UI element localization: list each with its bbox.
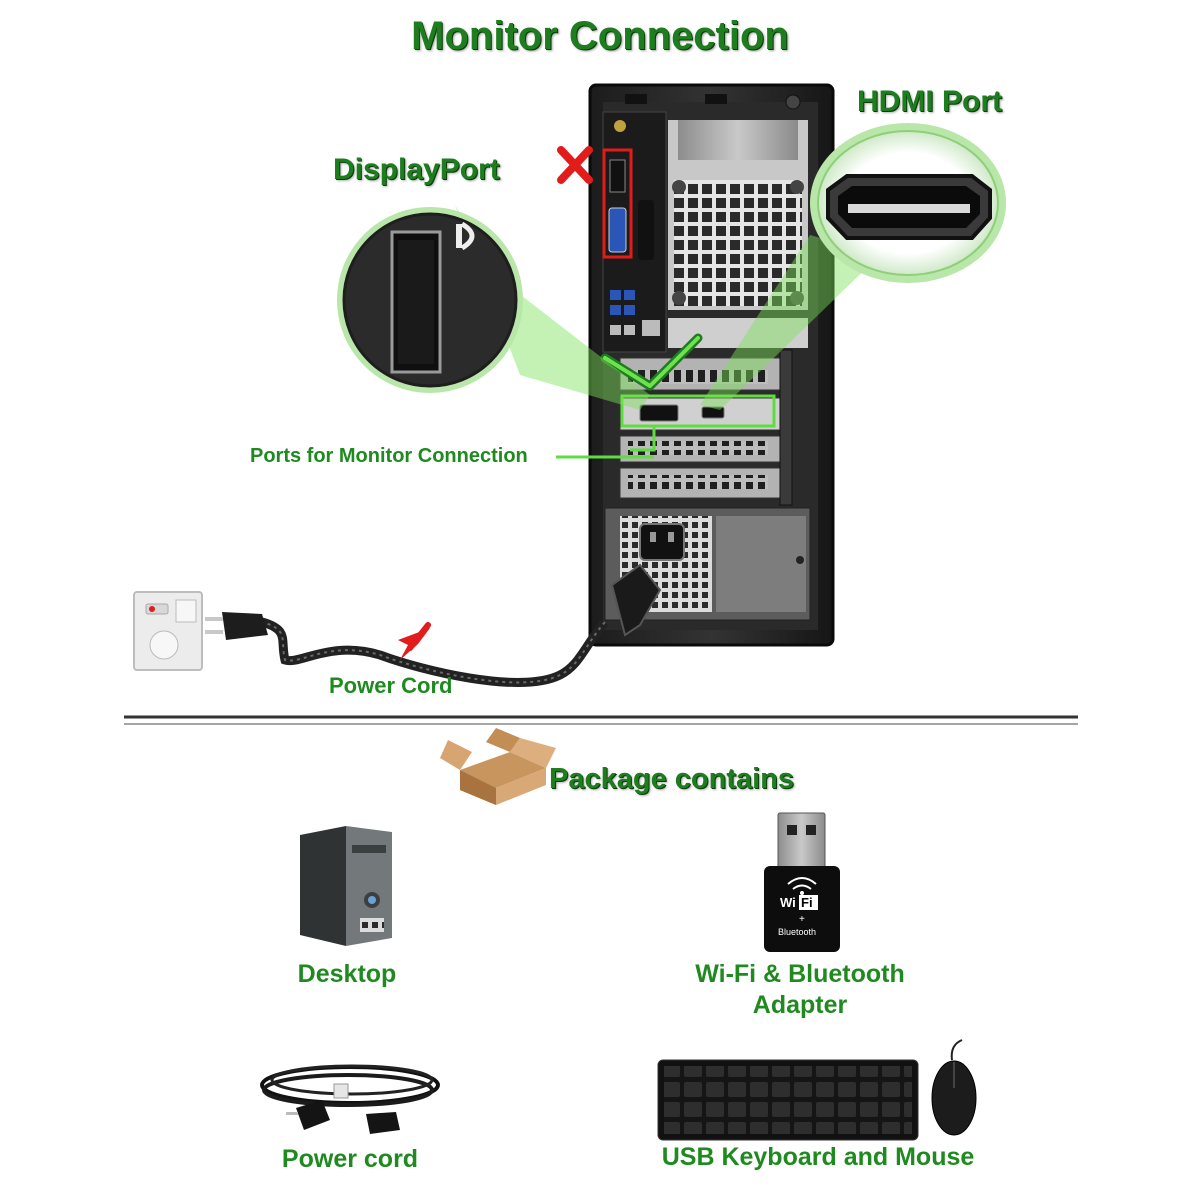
item-powercord-label: Power cord [281, 1145, 419, 1173]
adapter-brand-fi: Fi [801, 895, 813, 910]
adapter-bluetooth: Bluetooth [778, 927, 816, 937]
displayport-callout: DisplayPort [333, 153, 500, 186]
mouse-icon [931, 1039, 977, 1136]
ports-callout: Ports for Monitor Connection [250, 445, 528, 467]
package-heading: Package contains [549, 763, 794, 795]
coiled-power-cord-icon [260, 1064, 440, 1134]
cross-icon [557, 146, 593, 184]
monitor-ports-highlight [620, 394, 776, 428]
keyboard-icon [657, 1059, 919, 1141]
wall-socket [133, 591, 203, 671]
power-cord-callout: Power Cord [329, 673, 453, 698]
displayport-zoom-cone [455, 205, 650, 410]
wifi-bluetooth-adapter-icon: Wi Fi + Bluetooth [764, 812, 840, 952]
desktop-tower-icon [300, 826, 392, 946]
package-box-icon [440, 728, 556, 805]
power-cord-connected [205, 563, 662, 687]
hdmi-zoom-icon [810, 123, 1006, 283]
item-keyboard-mouse-label: USB Keyboard and Mouse [661, 1143, 975, 1171]
hdmi-zoom-cone [700, 235, 880, 410]
item-desktop-label: Desktop [297, 960, 397, 988]
adapter-plus: + [799, 914, 805, 925]
item-adapter-label-line1: Wi-Fi & Bluetooth [695, 960, 905, 988]
hdmi-callout: HDMI Port [857, 85, 1002, 118]
displayport-zoom-icon [337, 207, 523, 393]
item-adapter-label-line2: Adapter [752, 991, 848, 1019]
page-title: Monitor Connection [411, 14, 789, 58]
adapter-brand-wi: Wi [780, 895, 796, 910]
pc-tower-rear [588, 83, 835, 647]
ports-leader-line [630, 426, 656, 452]
